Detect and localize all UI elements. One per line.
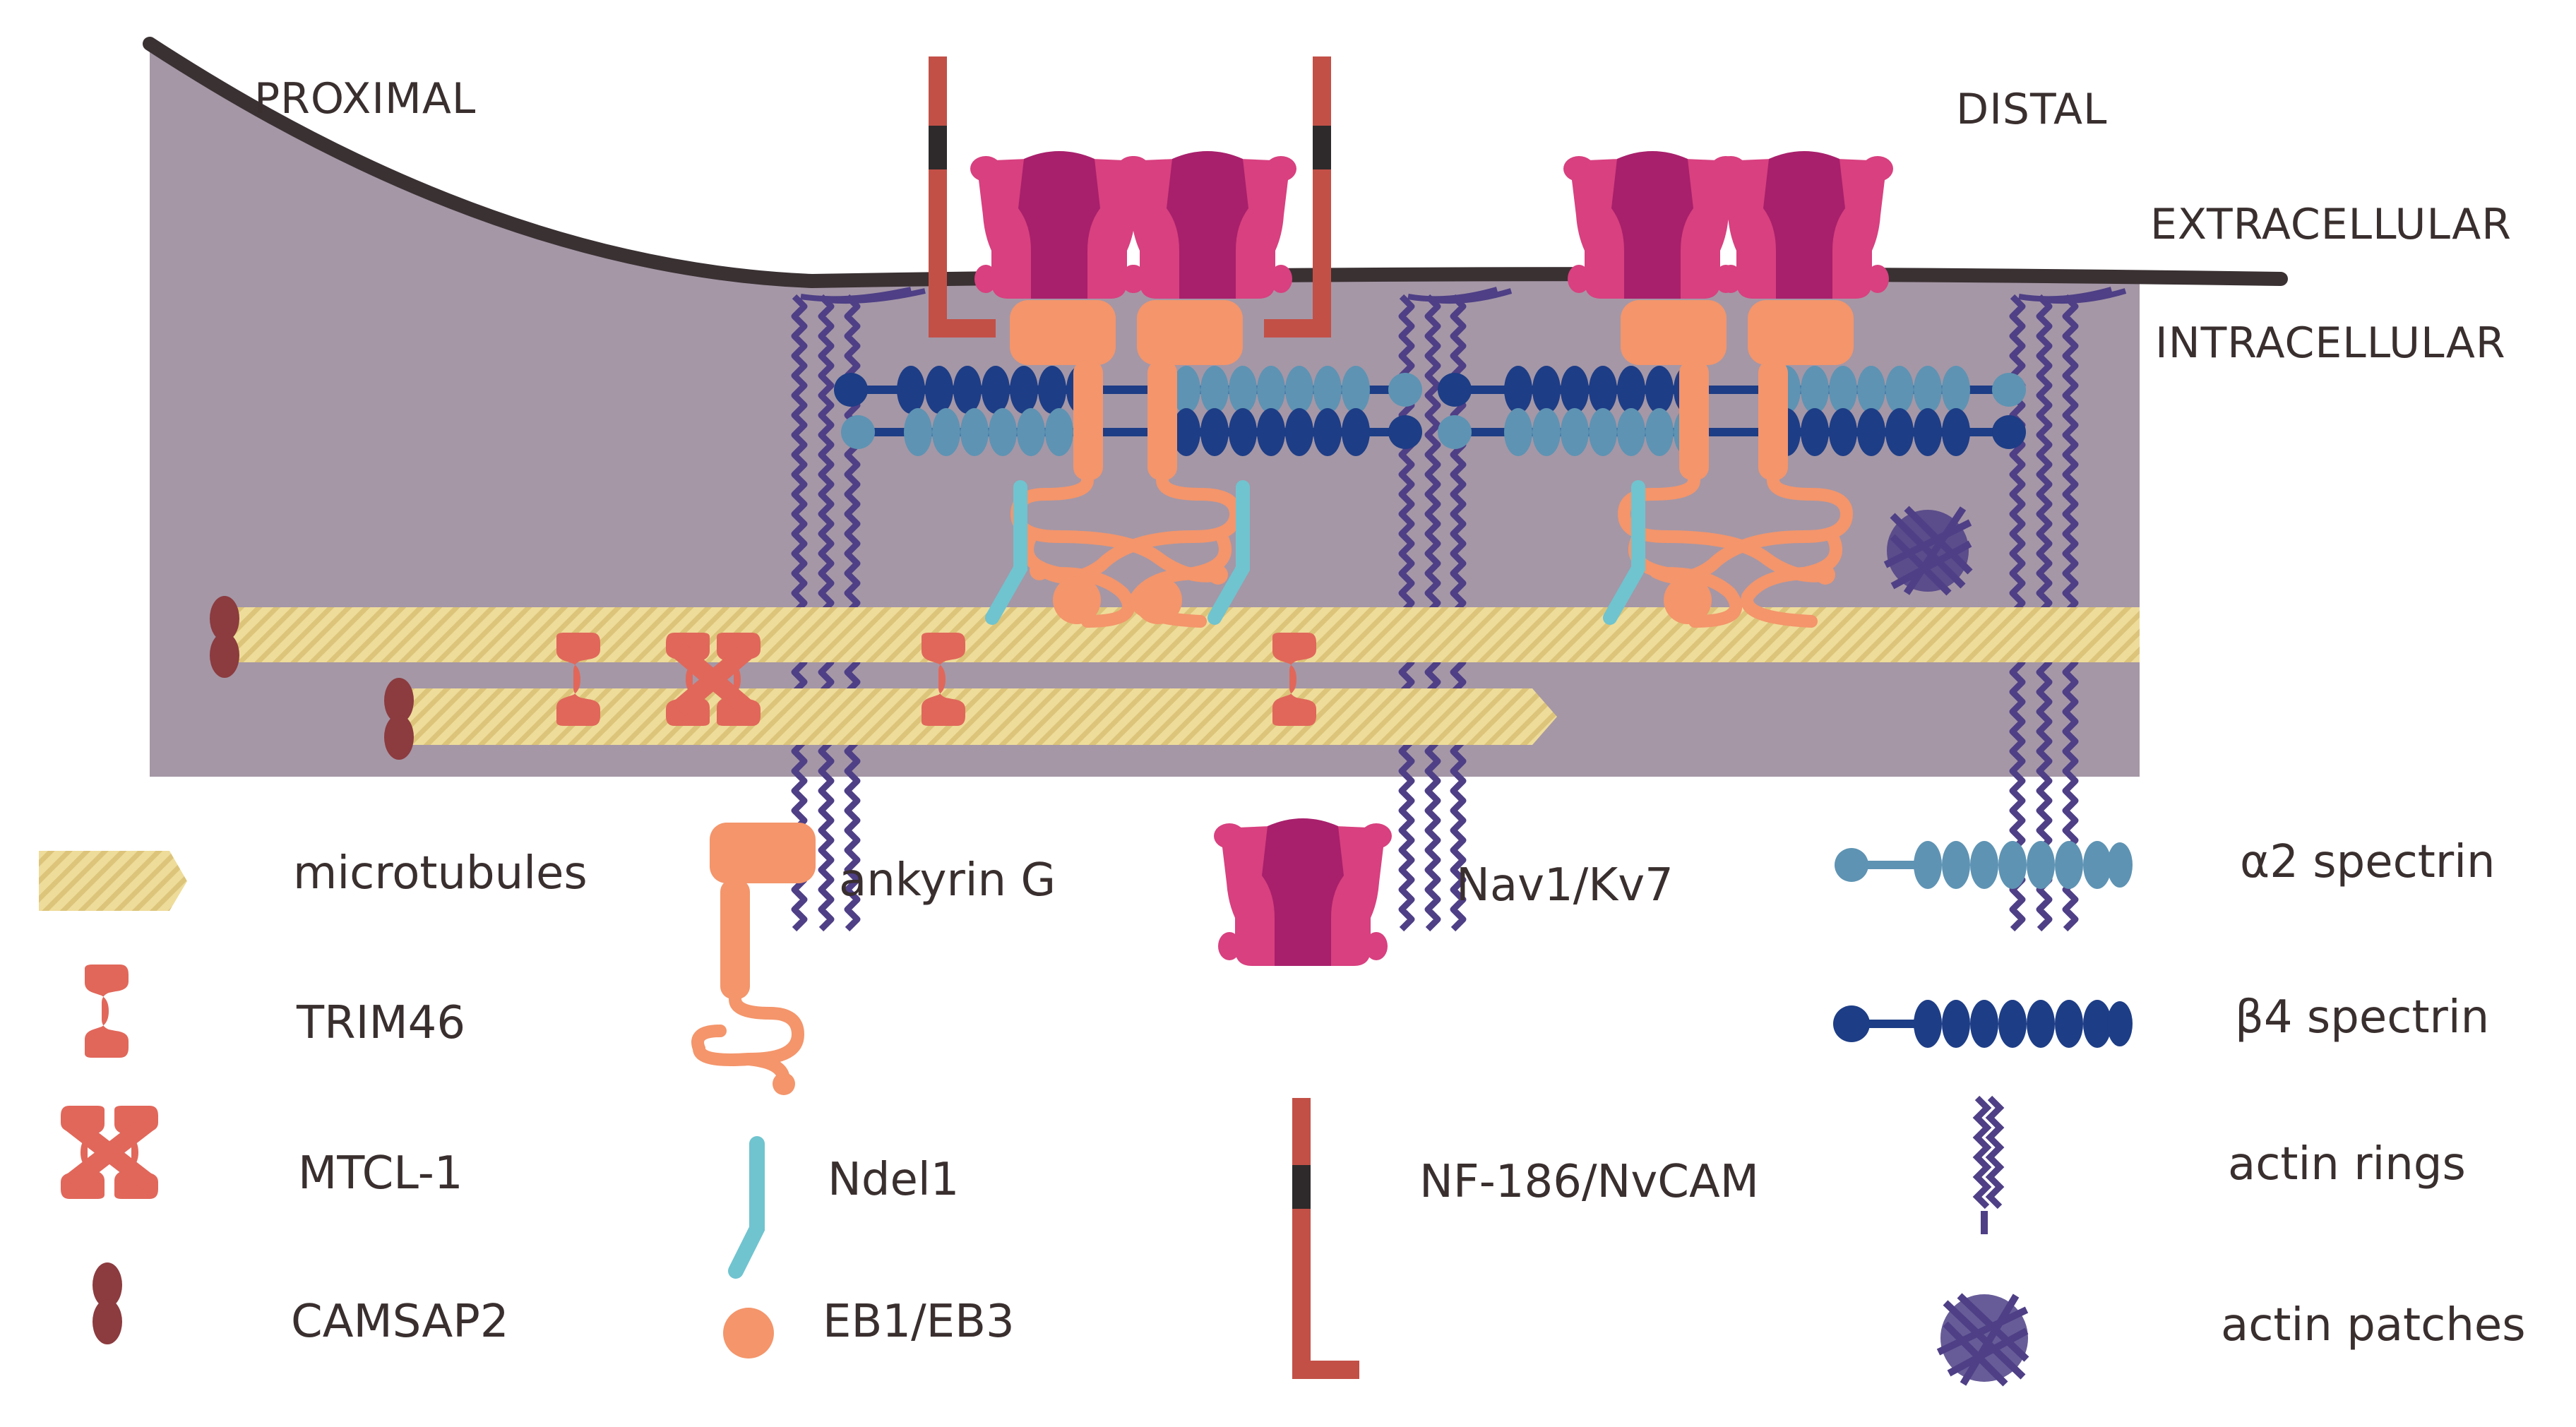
- ankyrin-g-group: [1010, 300, 1854, 628]
- legend-label-nf186: NF-186/NvCAM: [1419, 1156, 1759, 1208]
- legend-item-a2-spectrin: α2 spectrin: [1835, 836, 2496, 889]
- ndel1-group: [985, 480, 1645, 625]
- legend-label-actin-patches: actin patches: [2221, 1299, 2526, 1351]
- legend-item-eb1-eb3: EB1/EB3: [723, 1296, 1015, 1359]
- legend-item-microtubules: microtubules: [39, 847, 588, 911]
- cytoplasm: [150, 44, 2140, 777]
- legend-item-actin-patches: actin patches: [1936, 1293, 2526, 1387]
- legend-label-ndel1: Ndel1: [828, 1154, 959, 1206]
- b4-spectrin-row: [834, 366, 2026, 414]
- legend-label-mtcl1: MTCL-1: [298, 1147, 463, 1200]
- legend-label-actin-rings: actin rings: [2228, 1138, 2466, 1190]
- axon-scene: PROXIMAL DISTAL EXTRACELLULAR INTRACELLU…: [143, 37, 2512, 929]
- a2-spectrin-row: [841, 408, 2026, 456]
- mtcl1-on-mt: [666, 633, 761, 726]
- ankyrin-3: [1617, 300, 1835, 628]
- legend-item-ankyrin-g: ankyrin G: [691, 823, 1056, 1095]
- label-intracellular: INTRACELLULAR: [2155, 318, 2506, 368]
- actin-rings-group: [794, 287, 2127, 929]
- legend-label-camsap2: CAMSAP2: [291, 1296, 509, 1348]
- spectrin-network: [834, 366, 2026, 456]
- legend-label-nav-kv: Nav1/Kv7: [1456, 859, 1674, 912]
- ankyrin-4: [1650, 300, 1854, 628]
- nf186-group: [929, 56, 1331, 338]
- legend-label-b4-spectrin: β4 spectrin: [2235, 991, 2489, 1044]
- label-extracellular: EXTRACELLULAR: [2150, 200, 2512, 249]
- legend-item-camsap2: CAMSAP2: [93, 1262, 509, 1348]
- legend-item-trim46: TRIM46: [85, 965, 465, 1058]
- legend-item-ndel1: Ndel1: [728, 1136, 959, 1279]
- legend-label-ankyrin-g: ankyrin G: [839, 854, 1056, 907]
- legend-label-eb1-eb3: EB1/EB3: [823, 1296, 1015, 1348]
- legend-item-mtcl1: MTCL-1: [61, 1106, 463, 1200]
- legend: microtubules TRIM46 MTCL-1 CAMSAP2 ankyr…: [39, 818, 2526, 1387]
- label-proximal: PROXIMAL: [254, 74, 476, 124]
- legend-label-a2-spectrin: α2 spectrin: [2240, 836, 2496, 888]
- label-distal: DISTAL: [1956, 85, 2107, 134]
- ankyrin-1: [1010, 300, 1228, 628]
- legend-label-microtubules: microtubules: [293, 847, 588, 900]
- actin-patch: [1883, 506, 1973, 596]
- legend-item-nav-kv: Nav1/Kv7: [1214, 818, 1674, 966]
- eb1-eb3-group: [1053, 576, 1712, 624]
- legend-item-actin-rings: actin rings: [1972, 1095, 2466, 1234]
- legend-label-trim46: TRIM46: [296, 997, 465, 1049]
- legend-item-b4-spectrin: β4 spectrin: [1833, 991, 2489, 1048]
- legend-item-nf186: NF-186/NvCAM: [1292, 1098, 1759, 1379]
